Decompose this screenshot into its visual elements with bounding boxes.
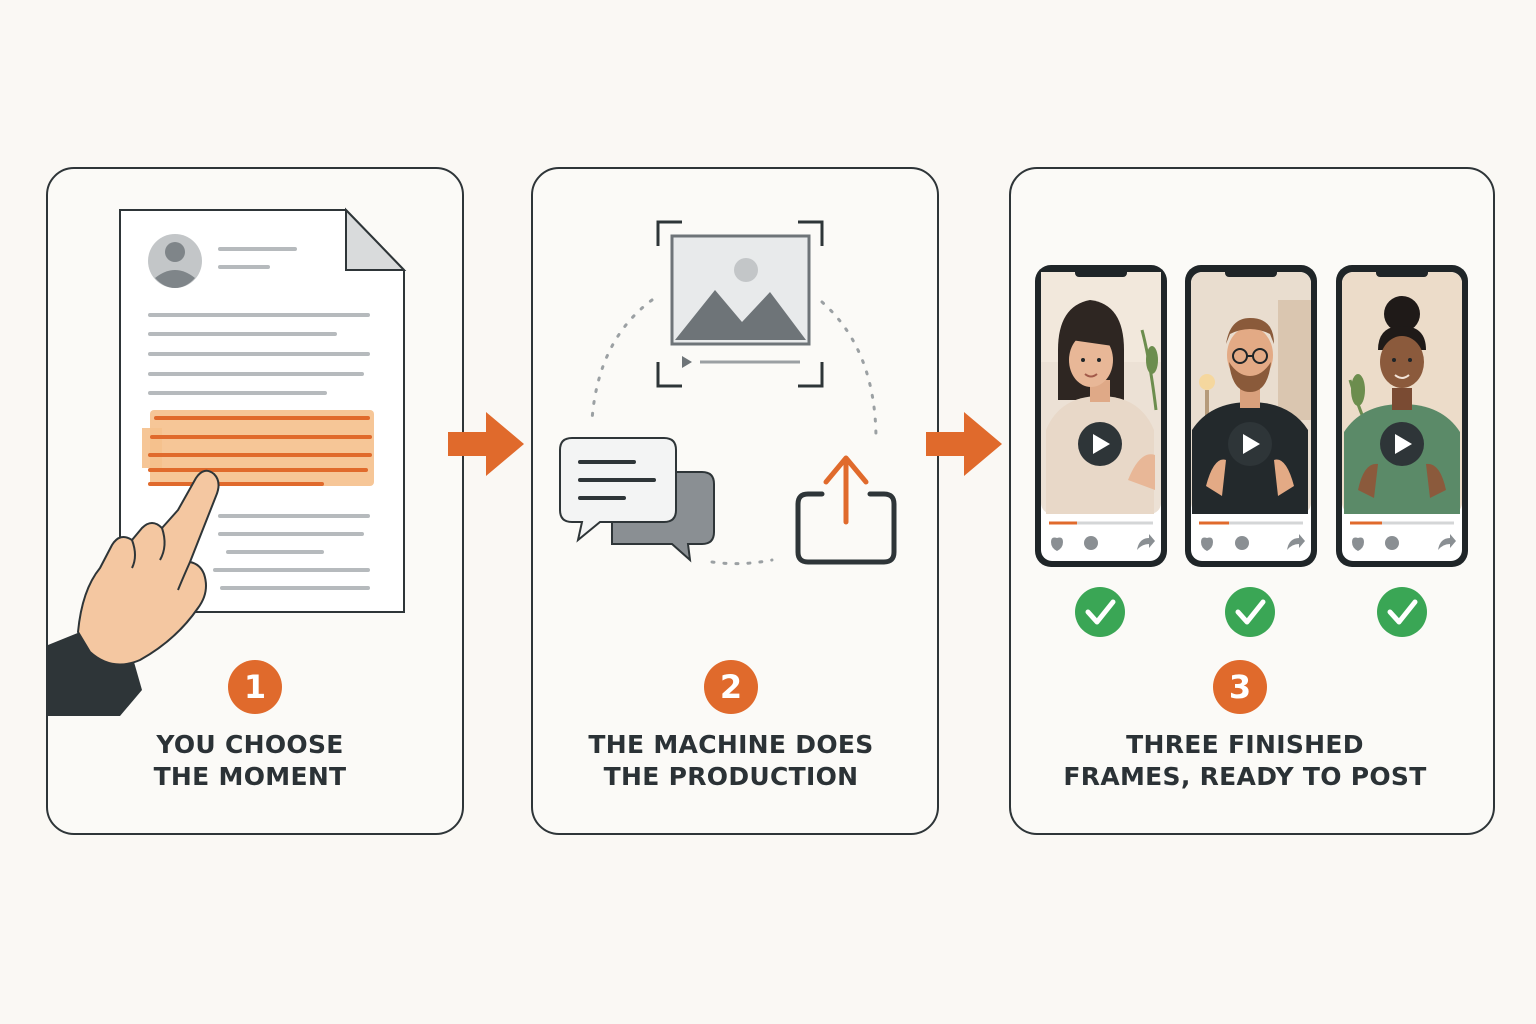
cycle-dotted-arrow — [590, 298, 878, 566]
social-actions-row — [1051, 534, 1155, 551]
social-actions-row — [1201, 534, 1305, 551]
step-1-caption: YOU CHOOSE THE MOMENT — [70, 729, 430, 793]
highlight-marker — [142, 410, 374, 486]
step-3-badge: 3 — [1213, 660, 1267, 714]
phone-frame-icon — [1035, 265, 1167, 567]
check-icon — [1075, 587, 1125, 637]
step-3-caption-line-1: THREE FINISHED — [1126, 730, 1364, 759]
share-upload-icon — [795, 455, 897, 565]
step-2-badge: 2 — [704, 660, 758, 714]
step-1-caption-line-2: THE MOMENT — [153, 762, 347, 791]
step-2-caption-line-2: THE PRODUCTION — [603, 762, 859, 791]
step-3-caption-line-2: FRAMES, READY TO POST — [1063, 762, 1427, 791]
step-1-caption-line-1: YOU CHOOSE — [156, 730, 344, 759]
play-button-icon — [1228, 422, 1272, 466]
step-3-caption: THREE FINISHED FRAMES, READY TO POST — [1030, 729, 1460, 793]
avatar-icon — [148, 234, 202, 288]
image-frame-icon — [656, 220, 824, 388]
arrow-right-icon — [926, 412, 1002, 476]
chat-bubbles-icon — [559, 437, 715, 563]
step-2-caption-line-1: THE MACHINE DOES — [588, 730, 874, 759]
arrow-right-icon — [448, 412, 524, 476]
play-button-icon — [1078, 422, 1122, 466]
play-button-icon — [1380, 422, 1424, 466]
check-icon — [1225, 587, 1275, 637]
document-text-lines — [148, 247, 370, 590]
phone-frame-icon — [1185, 265, 1317, 567]
step-1-badge: 1 — [228, 660, 282, 714]
check-icon — [1377, 587, 1427, 637]
pointing-hand-icon — [48, 469, 220, 716]
phone-frame-icon — [1336, 265, 1468, 567]
social-actions-row — [1352, 534, 1456, 551]
step-2-caption: THE MACHINE DOES THE PRODUCTION — [551, 729, 911, 793]
